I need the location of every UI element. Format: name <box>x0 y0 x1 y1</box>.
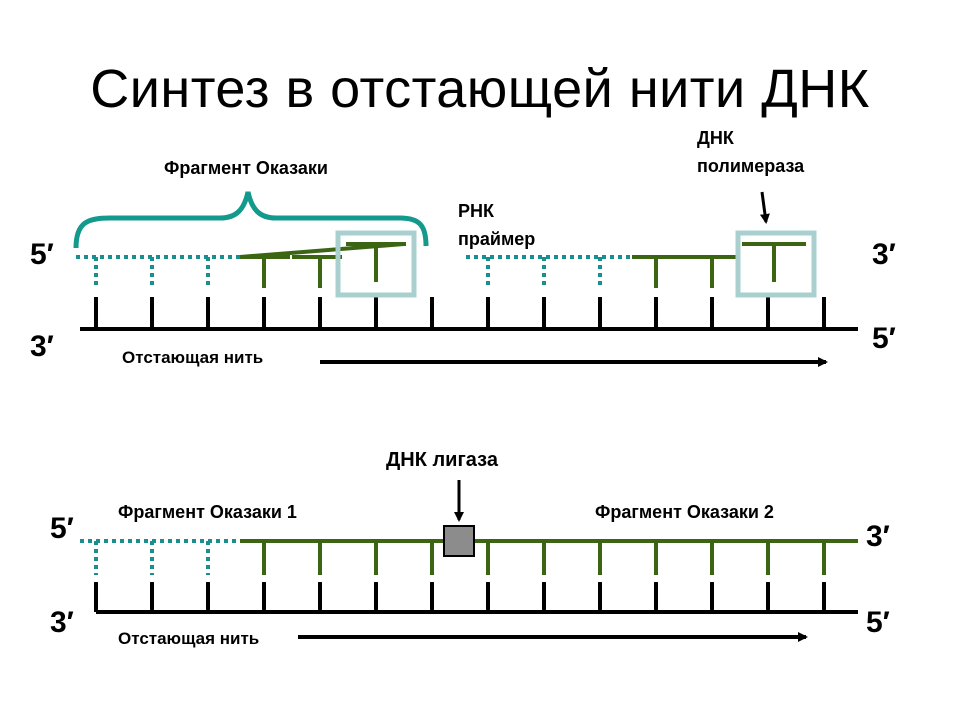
end-5-prime-top: 5′ <box>30 238 54 271</box>
rna-primer-bottom <box>80 539 240 575</box>
lagging-strand-label-bottom: Отстающая нить <box>118 629 260 648</box>
okazaki-brace <box>73 191 429 249</box>
rna-primer-1 <box>76 255 240 288</box>
okazaki-fragment-1-label: Фрагмент Оказаки 1 <box>118 502 297 522</box>
okazaki-fragment-label: Фрагмент Оказаки <box>164 158 328 178</box>
dna-fragment-1 <box>239 242 406 288</box>
end-5-prime-bottom-2: 5′ <box>866 606 890 639</box>
end-3-prime-bottom: 3′ <box>30 330 54 363</box>
dna-fragment-2 <box>632 242 806 288</box>
end-5-prime-bottom: 5′ <box>872 322 896 355</box>
template-ticks-bottom <box>94 582 826 612</box>
dna-polymerase-box-2 <box>735 230 817 298</box>
template-ticks-top <box>94 297 826 329</box>
end-3-prime-top-2: 3′ <box>866 520 890 553</box>
end-5-prime-top-2: 5′ <box>50 512 74 545</box>
slide-title: Синтез в отстающей нити ДНК <box>90 59 870 119</box>
rna-primer-label-line2: праймер <box>458 229 536 249</box>
dna-polymerase-label-line2: полимераза <box>697 156 805 176</box>
dna-joined-fragments <box>240 539 858 575</box>
lagging-strand-label-top: Отстающая нить <box>122 348 264 367</box>
end-3-prime-bottom-2: 3′ <box>50 606 74 639</box>
dna-ligase-box <box>443 525 475 557</box>
dna-ligase-label: ДНК лигаза <box>386 449 498 471</box>
end-3-prime-top: 3′ <box>872 238 896 271</box>
rna-primer-2 <box>466 255 632 288</box>
okazaki-fragment-2-label: Фрагмент Оказаки 2 <box>595 502 774 522</box>
dna-polymerase-box-1 <box>335 230 417 298</box>
rna-primer-label-line1: РНК <box>458 201 494 221</box>
dna-polymerase-label-line1: ДНК <box>697 128 734 148</box>
arrow-down-icon <box>759 191 770 224</box>
